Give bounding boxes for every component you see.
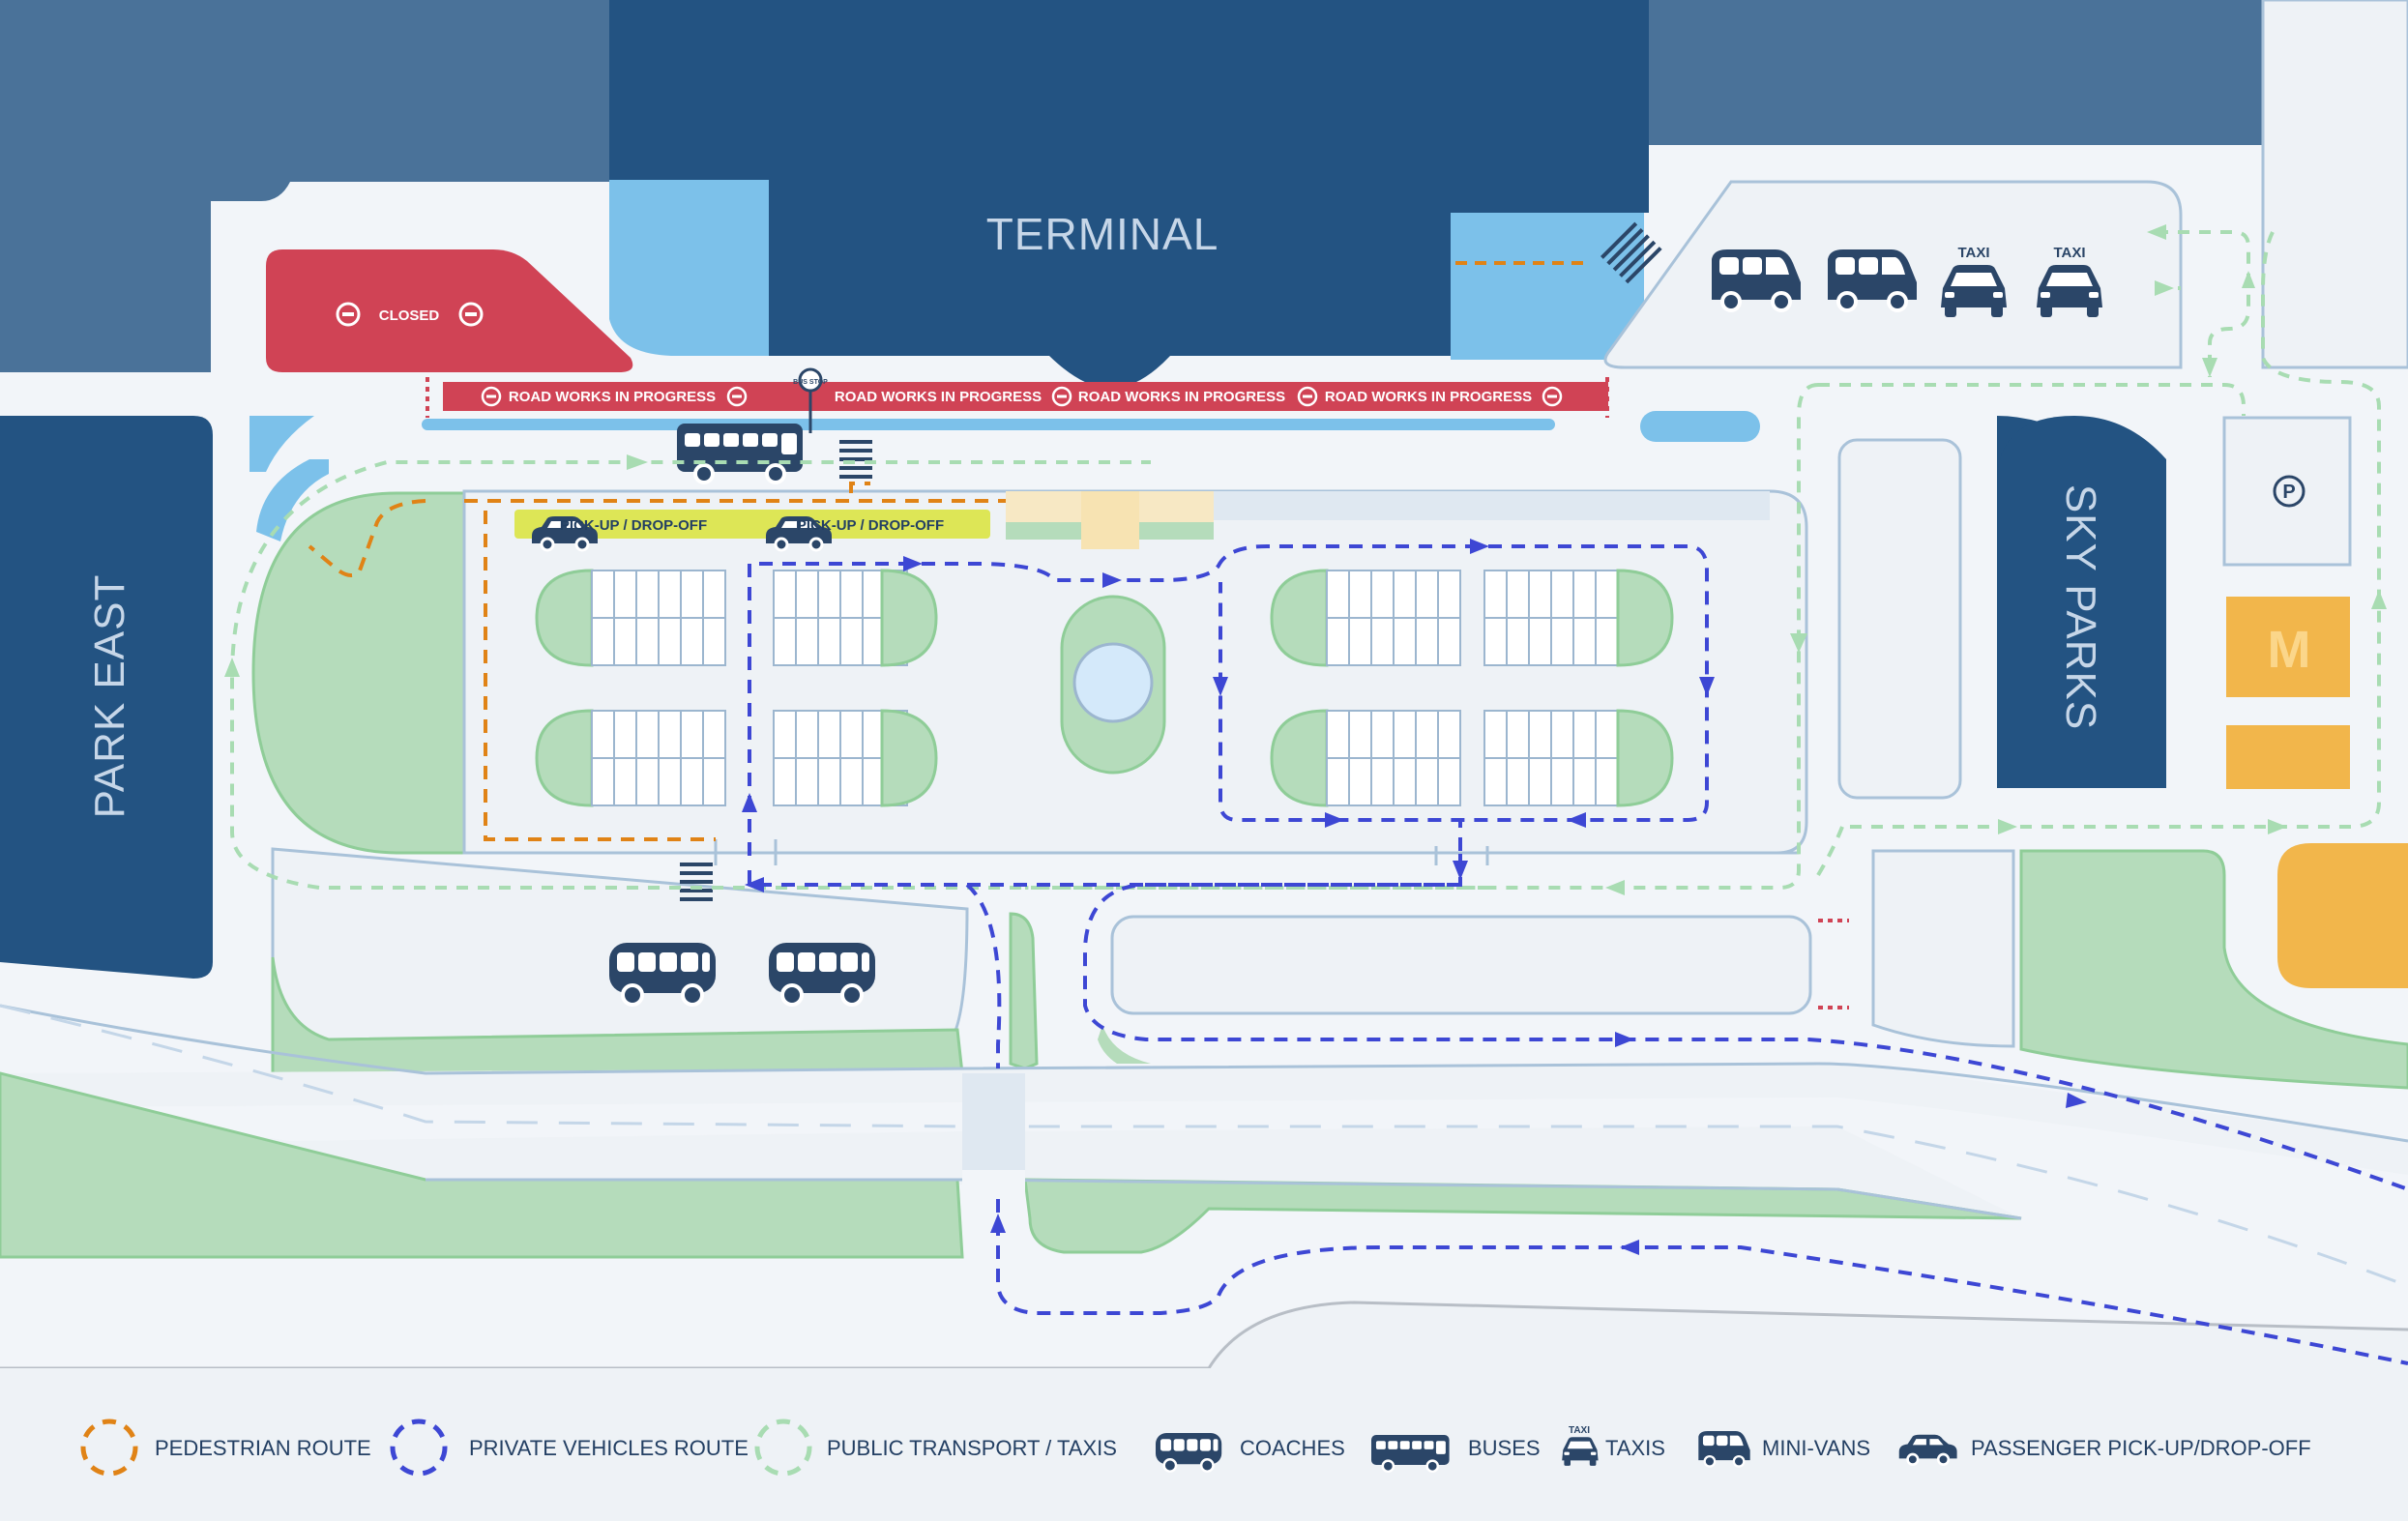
legend-coaches: COACHES [1154,1431,1345,1473]
water-corner [250,416,314,472]
road-works-sign: ROAD WORKS IN PROGRESS [481,386,748,407]
island-vertical [1837,438,1962,800]
svg-text:ROAD WORKS IN PROGRESS: ROAD WORKS IN PROGRESS [1325,389,1532,405]
fountain [1072,642,1154,723]
terminal-building [609,0,1649,389]
private-route-arrows [742,539,2087,1255]
bus-stop-platform [422,419,1555,430]
svg-text:ROAD WORKS IN PROGRESS: ROAD WORKS IN PROGRESS [1078,389,1285,405]
pickup-dropoff-sign: PICK-UP / DROP-OFF [764,514,944,552]
taxi-icon: TAXI [1941,245,2007,317]
road-works-banner [443,382,1608,411]
svg-text:TAXIS: TAXIS [1605,1436,1665,1460]
restaurant-lower [2277,843,2408,988]
green-belt-center [1023,1178,2022,1254]
svg-text:TAXI: TAXI [1957,245,1989,261]
public-route-arrows [224,224,2387,895]
crosswalk-top [1600,221,1662,284]
svg-text:ROAD WORKS IN PROGRESS: ROAD WORKS IN PROGRESS [509,389,716,405]
public-transport-route [230,230,2381,890]
svg-text:PICK-UP / DROP-OFF: PICK-UP / DROP-OFF [560,517,707,534]
closed-label: CLOSED [379,307,440,324]
svg-text:PUBLIC TRANSPORT / TAXIS: PUBLIC TRANSPORT / TAXIS [827,1436,1117,1460]
bus-stop-sign-label: BUS STOP [793,379,828,386]
restaurant-building [2226,597,2350,697]
dashed-circle-icon [390,1419,448,1477]
svg-text:TAXI: TAXI [1569,1425,1590,1436]
water-right [1451,213,1644,360]
private-vehicles-route [748,544,2408,1365]
pickup-dropoff-bar [514,510,990,539]
dashed-circle-icon [80,1419,138,1477]
parking-symbol: P [2282,482,2295,503]
restaurant-annex [2226,725,2350,789]
parking-block [773,569,938,667]
parking-block [1483,709,1674,807]
legend-pickup-dropoff: PASSENGER PICK-UP/DROP-OFF [1897,1433,2311,1466]
svg-text:PASSENGER PICK-UP/DROP-OFF: PASSENGER PICK-UP/DROP-OFF [1971,1436,2311,1460]
parking-lot-small [2222,416,2352,567]
building-top-left-tower [0,0,211,372]
terminal-label: TERMINAL [986,209,1219,259]
parking-block [773,709,938,807]
lower-right-block [1871,849,2015,1048]
parking-block [1270,569,1461,667]
legend-public-transport: PUBLIC TRANSPORT / TAXIS [754,1419,1117,1477]
parking-block [535,709,726,807]
parking-icon [2273,475,2305,508]
water-pill [1640,411,1760,442]
legend-taxis: TAXI TAXIS [1562,1425,1665,1466]
building-top-right [1644,0,2263,140]
sky-parks-label: SKY PARKS [2057,484,2104,730]
road-works-sign: ROAD WORKS IN PROGRESS [1325,386,1563,407]
bus-stop-sign [798,367,823,393]
park-east-label: PARK EAST [86,574,133,819]
svg-text:PRIVATE VEHICLES ROUTE: PRIVATE VEHICLES ROUTE [469,1436,749,1460]
svg-text:ROAD WORKS IN PROGRESS: ROAD WORKS IN PROGRESS [835,389,1042,405]
closed-area [266,249,633,372]
parking-block [535,569,726,667]
svg-text:COACHES: COACHES [1240,1436,1345,1460]
green-belt-left [0,1071,964,1259]
median-island [1110,915,1812,1015]
water-left [609,180,769,356]
restaurant-icon: M [2268,621,2311,679]
svg-text:PEDESTRIAN ROUTE: PEDESTRIAN ROUTE [155,1436,371,1460]
legend-buses: BUSES [1369,1433,1541,1474]
svg-text:MINI-VANS: MINI-VANS [1762,1436,1870,1460]
parking-block [1270,709,1461,807]
pedestrian-route [308,482,1006,841]
dashed-circle-icon [754,1419,812,1477]
road-works-sign: ROAD WORKS IN PROGRESS [835,386,1072,407]
green-lower-right [2019,849,2408,1090]
legend-private-vehicles-route: PRIVATE VEHICLES ROUTE [390,1419,749,1477]
building-right-column [2261,0,2408,369]
legend-minivans: MINI-VANS [1697,1429,1870,1468]
pickup-dropoff-sign: PICK-UP / DROP-OFF [530,514,707,552]
parking-block [1483,569,1674,667]
road-works-sign: ROAD WORKS IN PROGRESS [1078,386,1318,407]
legend-pedestrian-route: PEDESTRIAN ROUTE [80,1419,371,1477]
svg-text:BUSES: BUSES [1468,1436,1541,1460]
svg-text:PICK-UP / DROP-OFF: PICK-UP / DROP-OFF [797,517,944,534]
svg-text:TAXI: TAXI [2053,245,2085,261]
park-east-building [0,416,213,979]
crosswalk-bus-stop [839,440,872,479]
crosswalk-lower [680,863,713,901]
taxi-icon: TAXI [2037,245,2102,317]
green-roundabout-left [251,491,466,855]
